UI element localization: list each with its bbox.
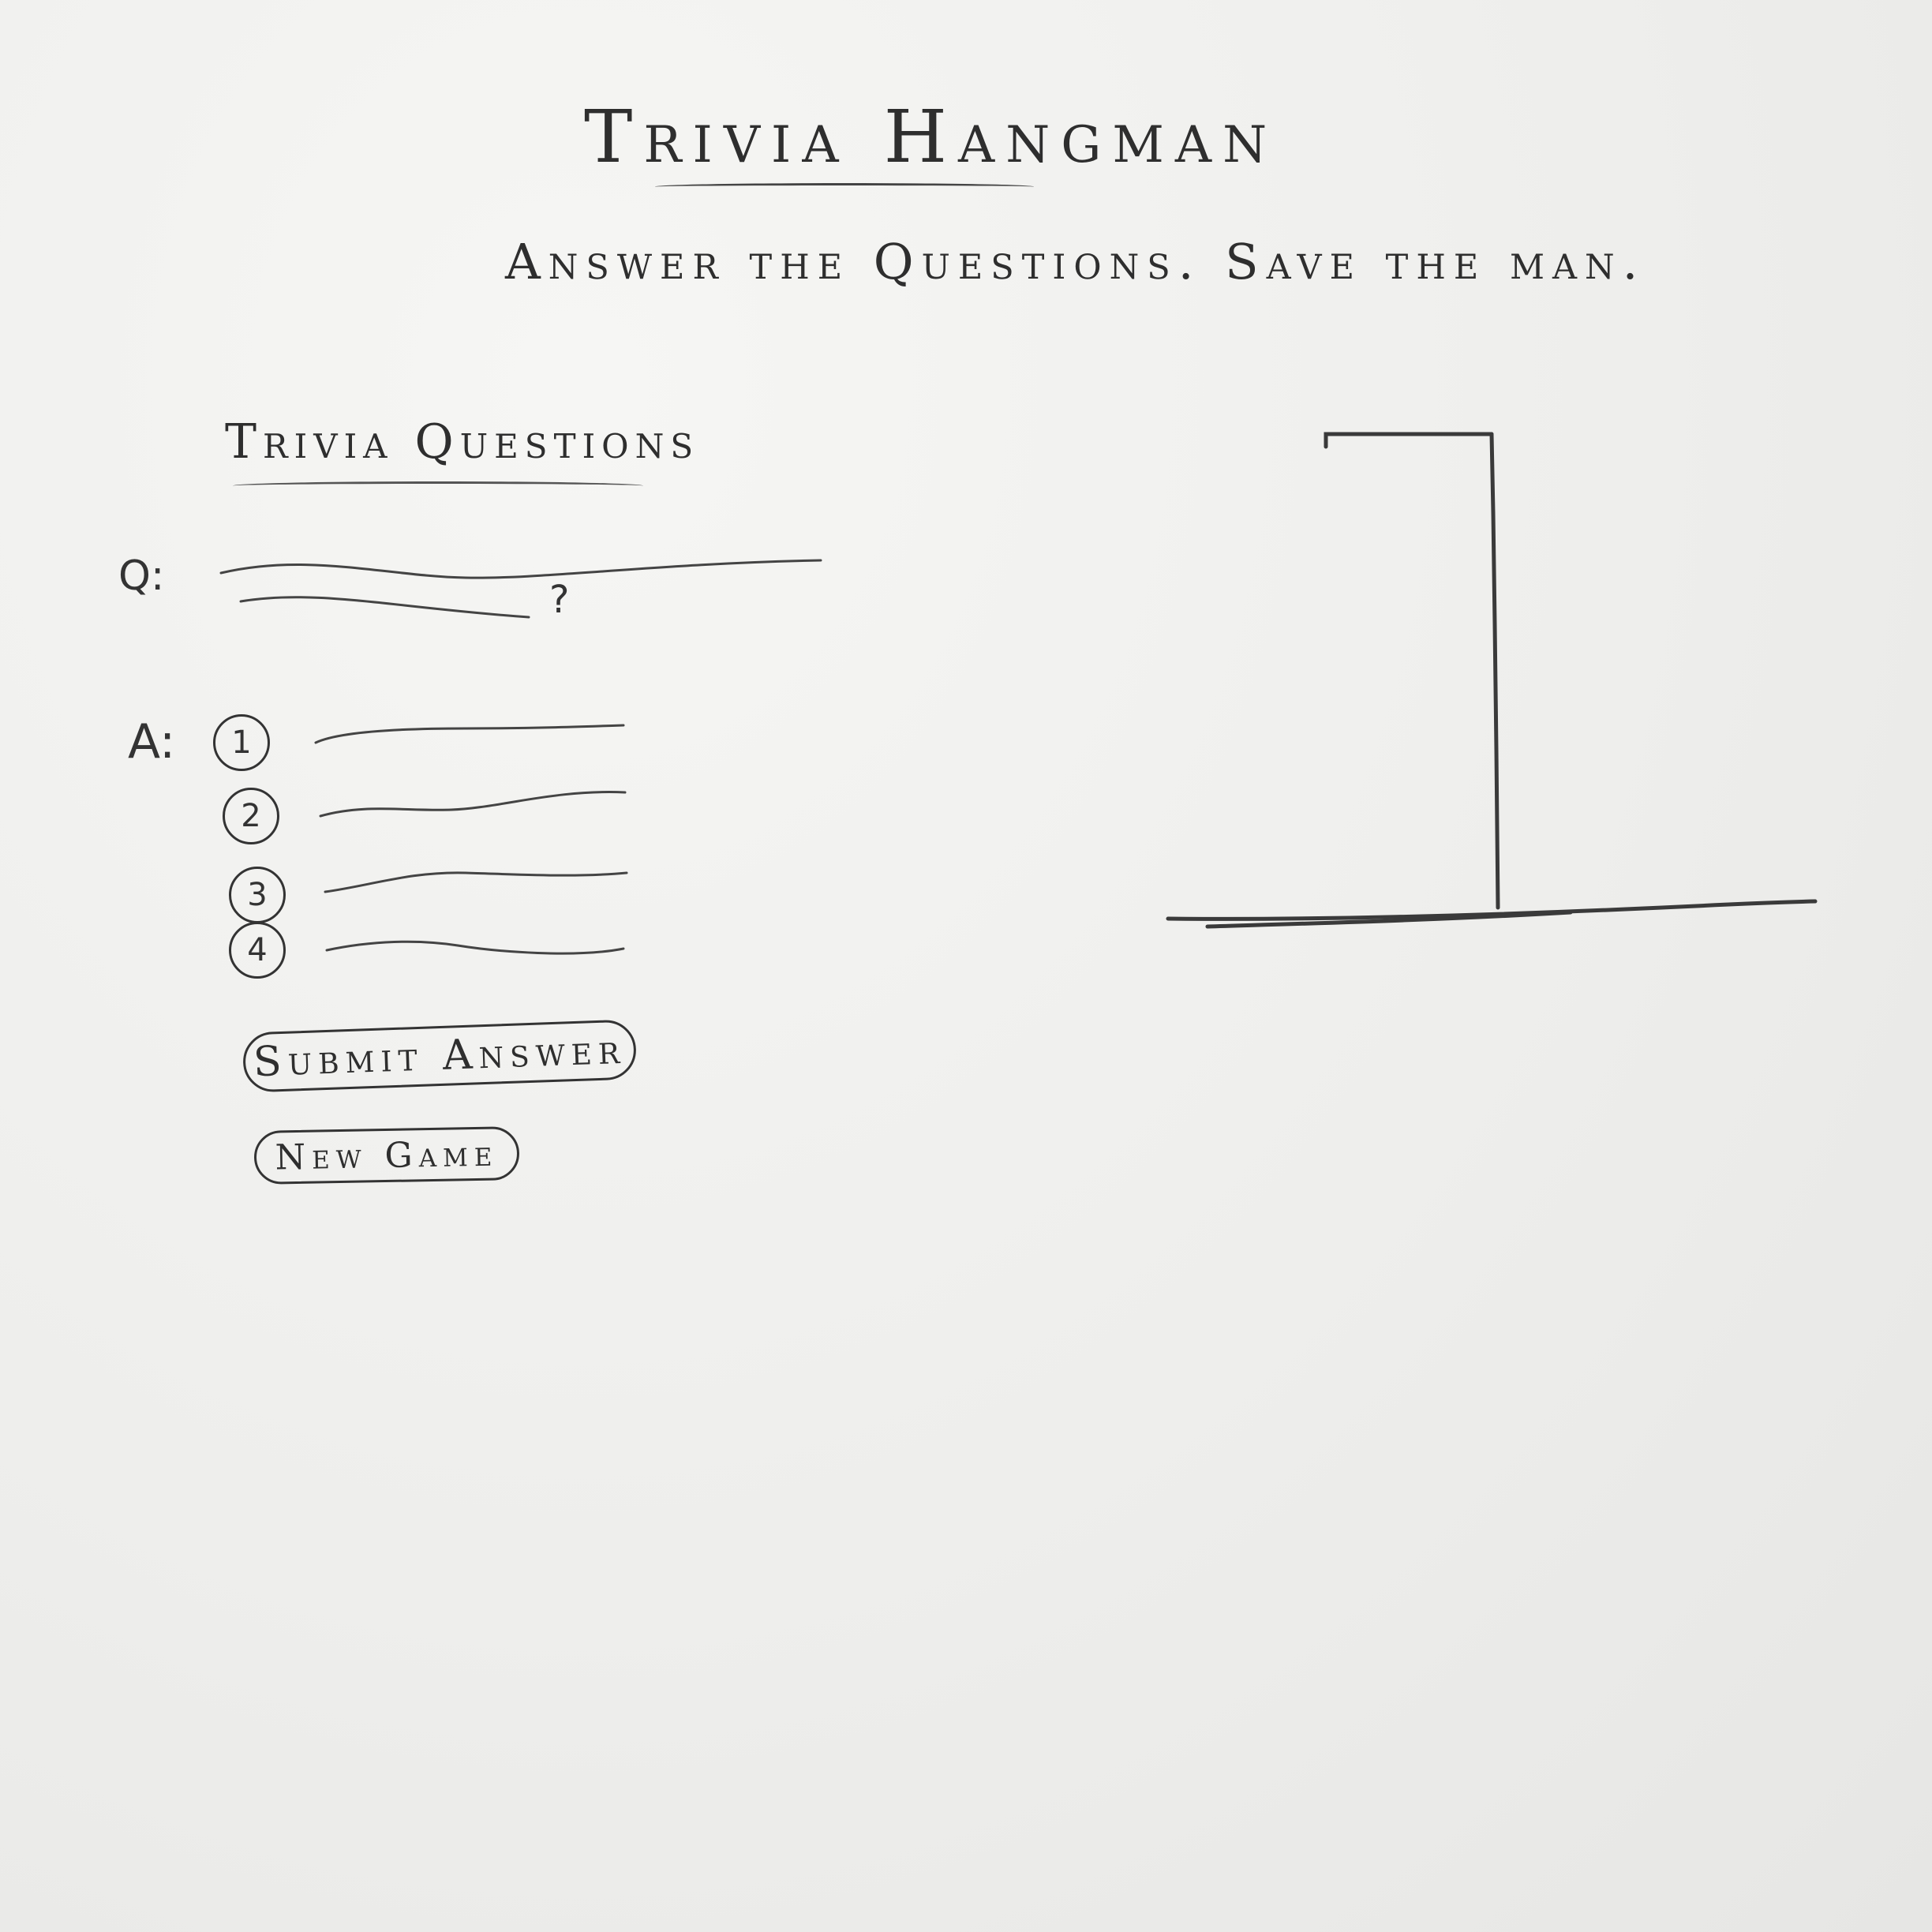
title-underline bbox=[655, 183, 1034, 190]
option-number-4: 4 bbox=[229, 922, 286, 979]
answer-option-2[interactable]: 2 bbox=[223, 788, 665, 851]
option-text-placeholder bbox=[324, 871, 628, 893]
option-number-3: 3 bbox=[229, 867, 286, 923]
option-text-placeholder bbox=[319, 791, 627, 818]
section-title: Trivia Questions bbox=[225, 414, 700, 470]
new-game-button[interactable]: New Game bbox=[253, 1126, 520, 1185]
answer-option-3[interactable]: 3 bbox=[229, 867, 671, 930]
submit-answer-button[interactable]: Submit Answer bbox=[242, 1019, 638, 1093]
option-number-2: 2 bbox=[223, 788, 279, 844]
answer-option-1[interactable]: 1 bbox=[213, 714, 655, 777]
question-text-placeholder bbox=[219, 559, 822, 619]
section-underline bbox=[233, 481, 643, 490]
app-title: Trivia Hangman bbox=[584, 95, 1279, 179]
option-text-placeholder bbox=[325, 940, 625, 955]
answer-label: A: bbox=[128, 714, 176, 769]
question-mark: ? bbox=[549, 578, 570, 622]
answer-option-4[interactable]: 4 bbox=[229, 922, 671, 985]
option-text-placeholder bbox=[314, 724, 625, 744]
gallows-icon bbox=[1166, 432, 1818, 929]
tagline: Answer the Questions. Save the man. bbox=[505, 233, 1646, 290]
option-number-1: 1 bbox=[213, 714, 270, 771]
question-label: Q: bbox=[118, 552, 165, 600]
